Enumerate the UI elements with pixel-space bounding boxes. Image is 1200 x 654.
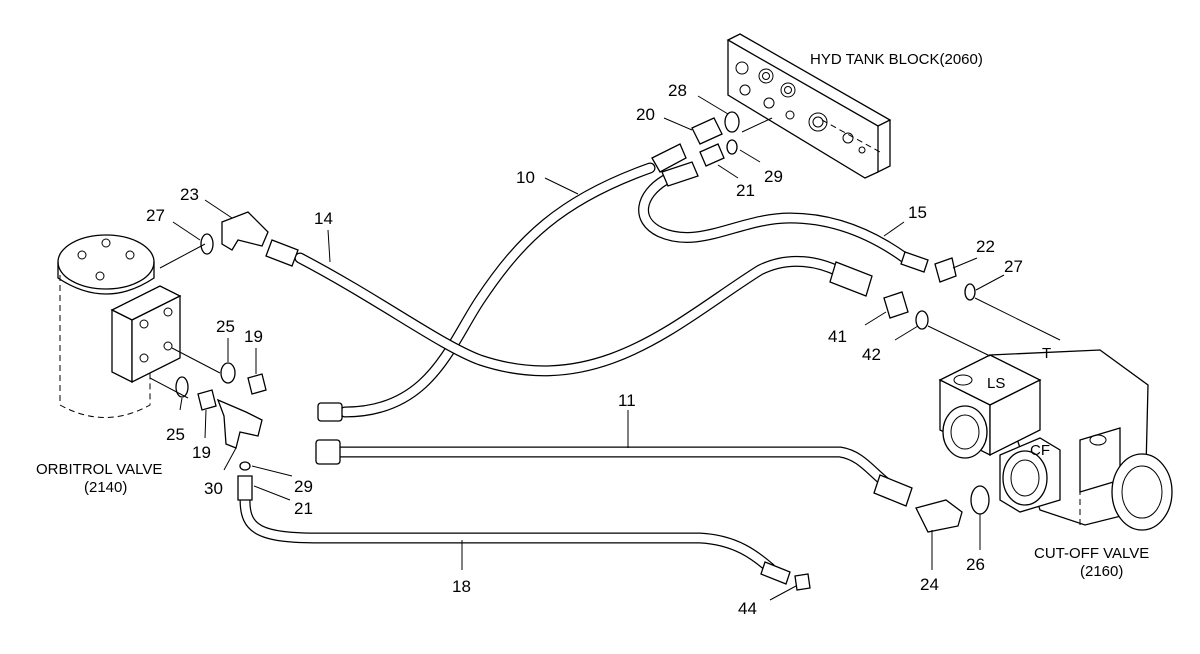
callout-22: 22 [976,237,995,256]
hose-15 [638,161,929,273]
hose-18 [239,494,791,585]
callout-23: 23 [180,185,199,204]
callout-14: 14 [314,209,333,228]
orbitrol-valve-code: (2140) [84,479,127,496]
cutoff-valve-label: CUT-OFF VALVE [1034,545,1149,562]
orbitrol-valve-label: ORBITROL VALVE [36,461,162,478]
callout-11: 11 [618,391,636,410]
hose-10 [317,143,687,422]
callout-30: 30 [204,479,223,498]
cutoff-valve: T LS CF [938,345,1173,531]
callout-18: 18 [452,577,471,596]
callout-labels: 28 20 29 21 10 23 27 14 15 22 27 41 42 2… [146,81,1023,618]
callout-24: 24 [920,575,939,594]
hose-11 [315,439,913,507]
callout-19: 19 [244,327,263,346]
callout-10: 10 [516,168,535,187]
hyd-tank-block-label: HYD TANK BLOCK(2060) [810,51,983,68]
callout-26: 26 [966,555,985,574]
hose-14 [265,239,873,377]
callout-25: 25 [216,317,235,336]
port-cf-label: CF [1030,442,1050,459]
callout-29: 29 [764,167,783,186]
component-captions: HYD TANK BLOCK(2060) ORBITROL VALVE (214… [36,51,1149,580]
callout-42: 42 [862,345,881,364]
callout-44: 44 [738,599,757,618]
port-t-label: T [1042,345,1051,362]
orbitrol-valve [57,234,182,418]
leader-lines [149,95,1061,601]
cutoff-valve-code: (2160) [1080,563,1123,580]
hyd-tank-block [726,33,892,179]
port-ls-label: LS [987,375,1005,392]
callout-21: 21 [736,181,755,200]
callout-27-right: 27 [1004,257,1023,276]
callout-41: 41 [828,327,847,346]
callout-19-lower: 19 [192,443,211,462]
callout-27: 27 [146,206,165,225]
callout-25-lower: 25 [166,425,185,444]
callout-29-lower: 29 [294,477,313,496]
callout-28: 28 [668,81,687,100]
fittings [175,111,990,591]
callout-15: 15 [908,203,927,222]
callout-21-lower: 21 [294,499,313,518]
callout-20: 20 [636,105,655,124]
